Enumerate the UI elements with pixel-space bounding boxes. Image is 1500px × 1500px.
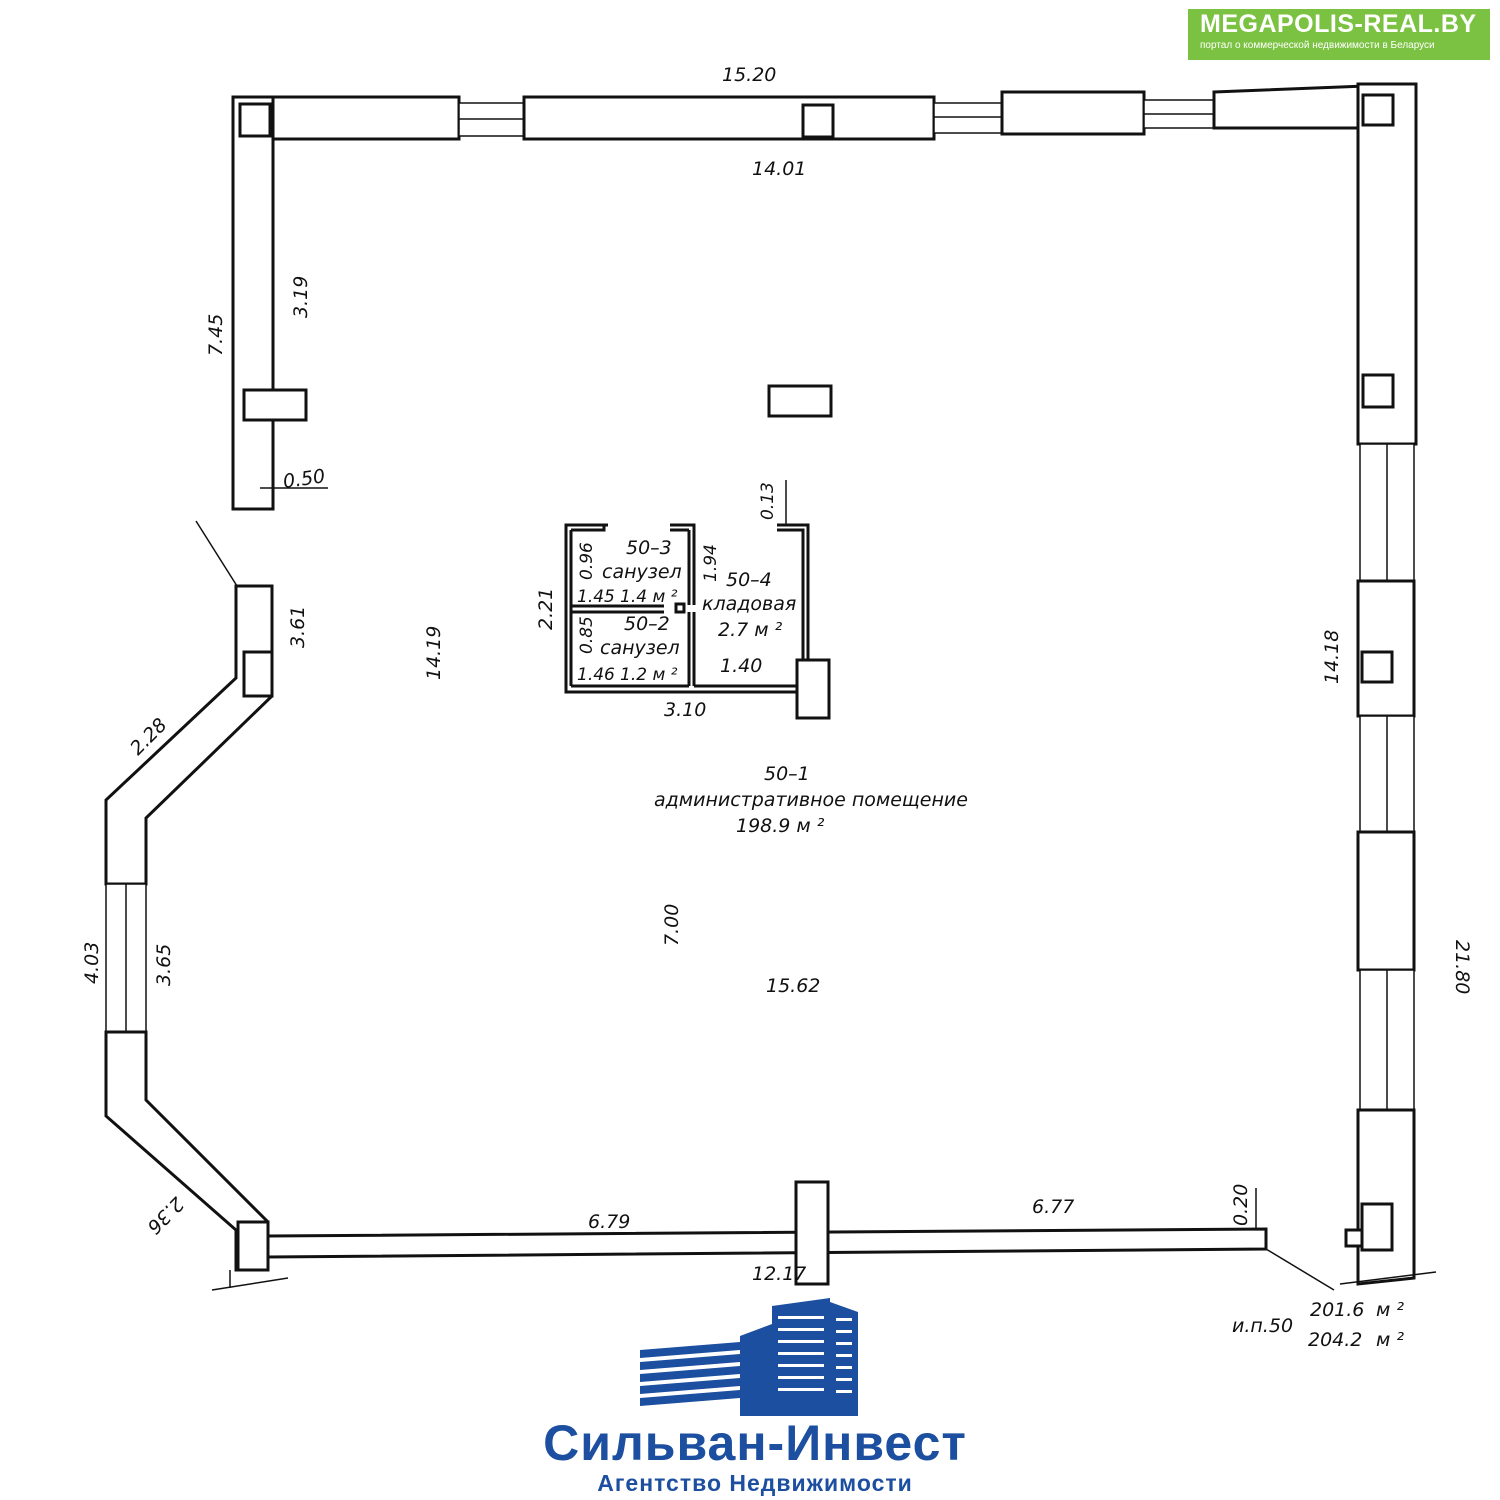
dim-left-wall: 0.50 <box>282 465 327 493</box>
dim-storage-w: 1.40 <box>720 655 762 677</box>
totals-area1: 201.6 <box>1310 1299 1364 1321</box>
dim-wc2-w: 1.46 <box>577 665 615 685</box>
building-icon <box>640 1298 858 1416</box>
dim-bay-inner: 3.65 <box>153 944 175 986</box>
dim-storage-wall: 0.13 <box>758 482 778 520</box>
dim-left-outer: 7.45 <box>205 314 227 356</box>
totals-code: и.п.50 <box>1232 1315 1293 1337</box>
site-badge-subtitle: портал о коммерческой недвижимости в Бел… <box>1200 40 1435 51</box>
dim-inner-height: 14.19 <box>423 626 445 680</box>
dim-top-inner: 14.01 <box>752 158 806 180</box>
agency-logo[interactable]: Сильван-Инвест Агентство Недвижимости <box>500 1296 1010 1500</box>
dim-bottom-right: 6.77 <box>1032 1196 1074 1218</box>
left-bay-wall <box>104 584 289 1291</box>
dim-bay-outer: 4.03 <box>81 942 103 984</box>
agency-subtitle: Агентство Недвижимости <box>597 1470 913 1496</box>
dim-bottom-left: 6.79 <box>588 1211 630 1233</box>
top-wall <box>231 82 1418 141</box>
room-storage-name: кладовая <box>702 593 796 615</box>
dim-wc1-w: 1.45 <box>577 587 615 607</box>
agency-name: Сильван-Инвест <box>543 1415 967 1471</box>
room-wc1-area: 1.4 м ² <box>620 587 678 607</box>
totals-unit1: м ² <box>1376 1299 1404 1321</box>
dim-core-w: 3.10 <box>664 699 706 721</box>
dim-wc2-h: 0.85 <box>577 616 597 654</box>
dim-storage-h: 1.94 <box>701 544 721 582</box>
dim-diag-lower: 2.36 <box>143 1192 188 1237</box>
dim-left-inner: 3.19 <box>290 276 312 318</box>
dim-top-outer: 15.20 <box>722 64 776 86</box>
room-main-area: 198.9 м ² <box>736 815 825 837</box>
dim-bottom-outer: 12.17 <box>752 1263 806 1285</box>
bottom-wall <box>266 1180 1335 1291</box>
room-wc2-name: санузел <box>600 637 680 659</box>
dim-center-v: 7.00 <box>661 904 683 946</box>
central-column <box>767 384 833 418</box>
dim-right-inner: 14.18 <box>1321 630 1343 684</box>
site-badge[interactable]: MEGAPOLIS-REAL.BY портал о коммерческой … <box>1188 9 1490 60</box>
dim-left-mid: 3.61 <box>287 606 309 648</box>
dim-core-h: 2.21 <box>535 588 557 630</box>
site-badge-title: MEGAPOLIS-REAL.BY <box>1200 10 1477 38</box>
room-wc1-id: 50–3 <box>626 537 672 559</box>
room-storage-id: 50–4 <box>726 569 772 591</box>
room-main-id: 50–1 <box>764 763 810 785</box>
room-storage-area: 2.7 м ² <box>718 619 783 641</box>
totals-area2: 204.2 <box>1308 1329 1362 1351</box>
dim-wc1-h: 0.96 <box>577 542 597 580</box>
totals-unit2: м ² <box>1376 1329 1404 1351</box>
dim-center-h: 15.62 <box>766 975 820 997</box>
dim-right-outer: 21.80 <box>1451 940 1473 994</box>
service-core <box>564 480 831 720</box>
room-wc2-area: 1.2 м ² <box>620 665 678 685</box>
dim-bottom-wall: 0.20 <box>1230 1184 1252 1226</box>
room-wc1-name: санузел <box>602 561 682 583</box>
left-upper-wall <box>195 95 328 587</box>
room-main-name: административное помещение <box>654 789 968 811</box>
room-wc2-id: 50–2 <box>624 613 670 635</box>
right-wall <box>1339 82 1437 1286</box>
